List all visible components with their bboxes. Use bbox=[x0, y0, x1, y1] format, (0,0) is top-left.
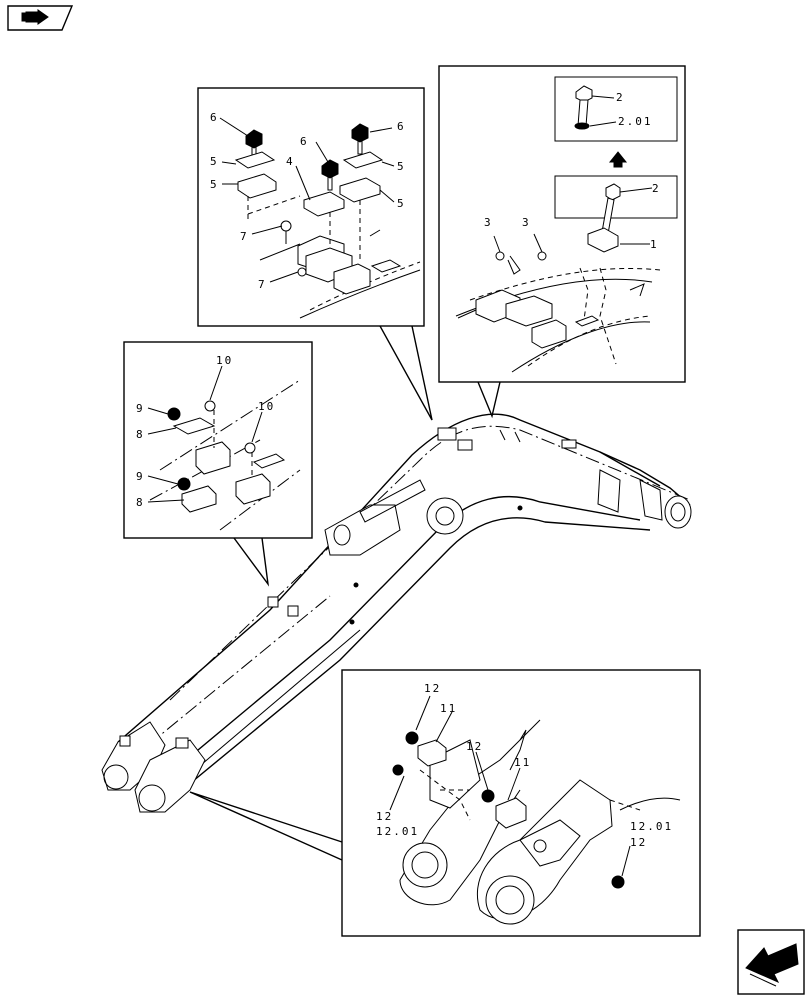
callout-label: 4 bbox=[286, 155, 295, 168]
callout-label: 7 bbox=[240, 230, 249, 243]
callout-label: 1 bbox=[650, 238, 659, 251]
callout-label: 9 bbox=[136, 470, 145, 483]
detail-box-left: 10 10 9 8 9 8 bbox=[123, 341, 313, 587]
boom-assembly bbox=[101, 413, 692, 813]
bolt-icon bbox=[611, 875, 625, 889]
callout-label: 10 bbox=[216, 354, 233, 367]
callout-label: 11 bbox=[440, 702, 457, 715]
detail-box-top-right: 2 2.01 2 3 3 1 bbox=[438, 65, 686, 419]
callout-label: 12 bbox=[466, 740, 483, 753]
bolt-icon bbox=[601, 183, 621, 235]
callout-label: 2 bbox=[652, 182, 661, 195]
callout-label: 8 bbox=[136, 496, 145, 509]
next-page-arrow-icon[interactable] bbox=[737, 929, 805, 995]
bolt-icon bbox=[481, 789, 495, 803]
callout-label: 5 bbox=[210, 178, 219, 191]
bolt-icon bbox=[405, 731, 419, 745]
callout-label: 6 bbox=[210, 111, 219, 124]
callout-label: 12.01 bbox=[630, 820, 673, 833]
detail-box-top-left: 6 6 6 5 5 5 5 4 7 7 bbox=[197, 87, 433, 421]
callout-label: 12 bbox=[630, 836, 647, 849]
callout-label: 5 bbox=[210, 155, 219, 168]
callout-label: 6 bbox=[300, 135, 309, 148]
callout-label: 8 bbox=[136, 428, 145, 441]
callout-label: 5 bbox=[397, 197, 406, 210]
callout-label: 12 bbox=[424, 682, 441, 695]
callout-label: 12.01 bbox=[376, 825, 419, 838]
detail-box-bottom: 12 11 12 11 12 12.01 12.01 12 bbox=[189, 669, 701, 937]
callout-label: 7 bbox=[258, 278, 267, 291]
callout-label: 3 bbox=[522, 216, 531, 229]
callout-label: 5 bbox=[397, 160, 406, 173]
bolt-icon bbox=[321, 159, 339, 191]
bolt-icon bbox=[351, 123, 369, 155]
callout-label: 9 bbox=[136, 402, 145, 415]
callout-label: 6 bbox=[397, 120, 406, 133]
callout-label: 2 bbox=[616, 91, 625, 104]
bolt-icon bbox=[574, 85, 593, 130]
callout-label: 10 bbox=[258, 400, 275, 413]
callout-label: 12 bbox=[376, 810, 393, 823]
nav-icon[interactable] bbox=[7, 5, 74, 31]
callout-label: 11 bbox=[514, 756, 531, 769]
callout-label: 2.01 bbox=[618, 115, 653, 128]
callout-label: 3 bbox=[484, 216, 493, 229]
